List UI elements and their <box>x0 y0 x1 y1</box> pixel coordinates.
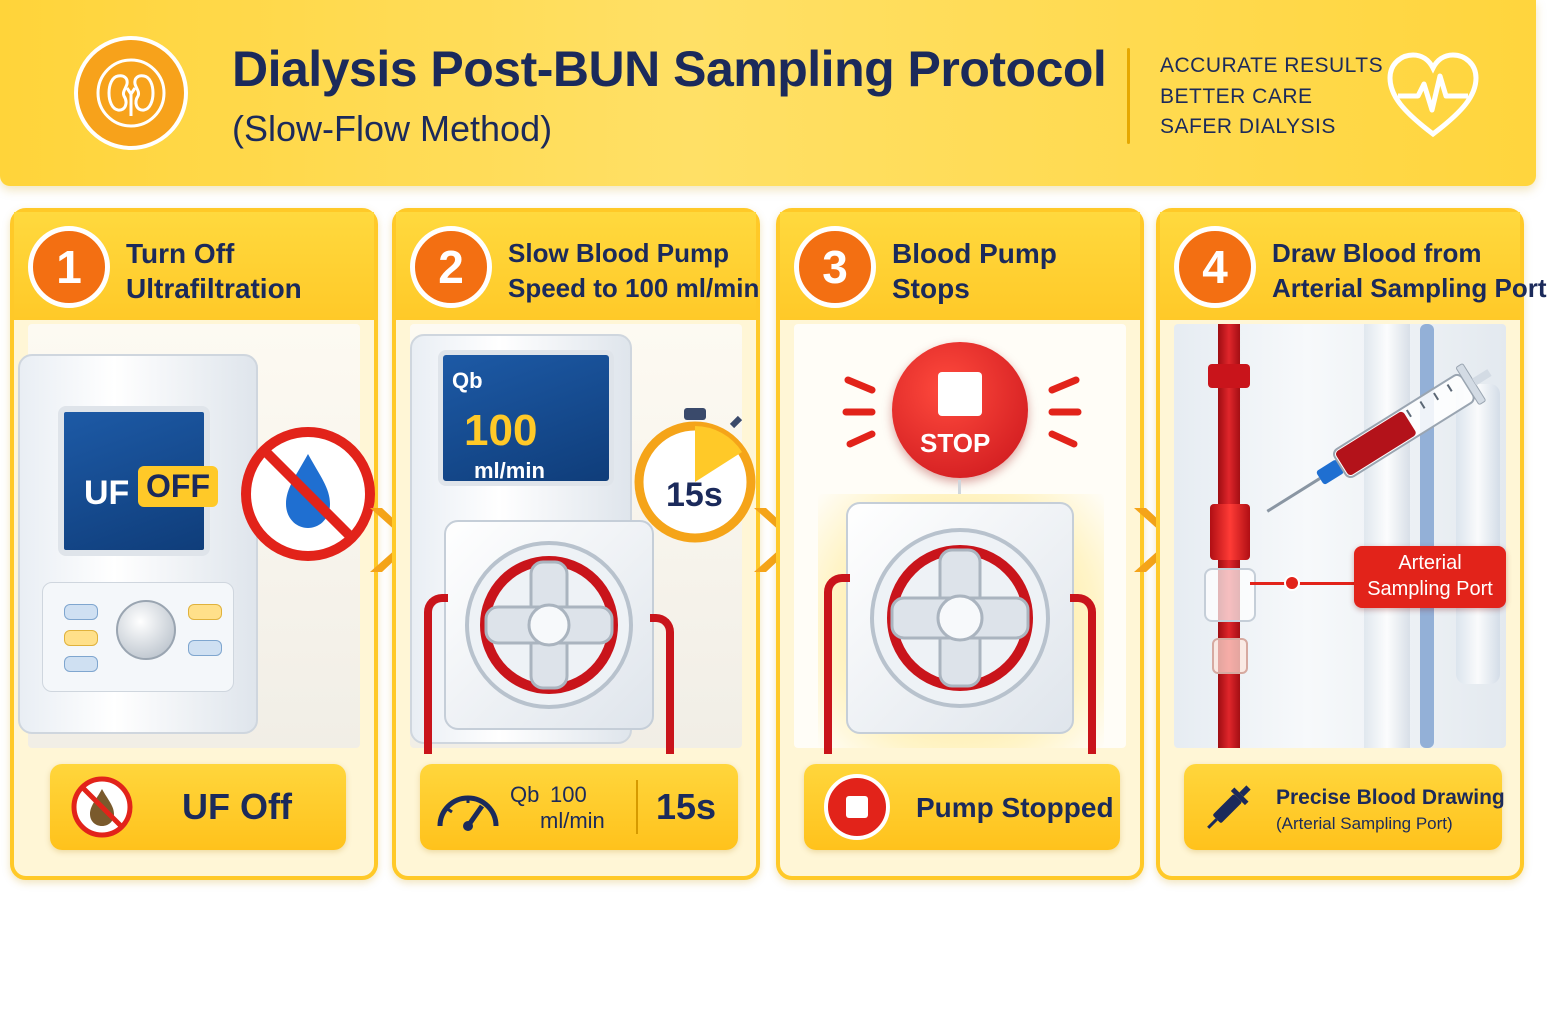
machine-screen <box>438 350 614 486</box>
blood-tubing <box>424 594 448 754</box>
syringe-icon <box>1207 785 1251 829</box>
result-time: 15s <box>656 786 717 827</box>
result-label: UF Off <box>182 786 292 827</box>
panel-button <box>64 656 98 672</box>
header-banner: Dialysis Post-BUN Sampling Protocol (Slo… <box>0 0 1536 186</box>
step-1-result: UF Off <box>50 764 346 850</box>
step-2-title: Slow Blood Pump Speed to 100 ml/min <box>508 236 759 306</box>
step-4-result: Precise Blood Drawing (Arterial Sampling… <box>1184 764 1505 850</box>
no-water-drop-icon <box>71 776 133 838</box>
background-equipment <box>1364 324 1410 748</box>
tagline-care: BETTER CARE <box>1160 85 1313 108</box>
result-divider <box>636 780 638 834</box>
result-qb-value: 100 <box>550 782 587 807</box>
panel-button <box>188 604 222 620</box>
pump-rotor-icon <box>870 528 1050 708</box>
screen-uf-label: UF <box>84 474 130 512</box>
step-4-title-line1: Draw Blood from <box>1272 238 1482 268</box>
speedometer-icon <box>437 795 499 831</box>
sampling-port <box>1210 504 1250 560</box>
step-3-result: Pump Stopped <box>804 764 1120 850</box>
heartbeat-icon <box>1387 52 1479 138</box>
step-2-title-line1: Slow Blood Pump <box>508 238 729 268</box>
blood-tubing <box>824 574 850 754</box>
step-3-illustration: STOP <box>794 324 1126 754</box>
stop-square-icon <box>938 372 982 416</box>
stop-connector <box>958 480 961 500</box>
timer-value: 15s <box>666 476 723 514</box>
step-card-4: 4 Draw Blood from Arterial Sampling Port <box>1156 208 1547 880</box>
callout-line2: Sampling Port <box>1367 578 1493 600</box>
step-2-illustration: Qb 100 ml/min 15s <box>410 324 756 754</box>
step-number-badge: 1 <box>28 226 110 308</box>
alert-burst-icon <box>842 376 1082 448</box>
callout-leader-line <box>1250 582 1358 585</box>
step-card-1: 1 Turn Off Ultrafiltration UF OFF <box>10 208 378 880</box>
syringe-icon <box>1266 363 1492 513</box>
step-3-title-line2: Stops <box>892 273 970 304</box>
step-4-header: 4 Draw Blood from Arterial Sampling Port <box>1160 212 1547 320</box>
step-1-illustration: UF OFF <box>18 324 375 748</box>
screen-flow-unit: ml/min <box>474 458 545 483</box>
step-2-result: Qb 100 ml/min 15s <box>420 764 738 850</box>
panel-button <box>188 640 222 656</box>
step-4-title-line2: Arterial Sampling Port <box>1272 273 1547 303</box>
step-card-3: 3 Blood Pump Stops STOP <box>776 208 1144 880</box>
step-3-title: Blood Pump Stops <box>892 236 1057 306</box>
line-clamp <box>1208 364 1250 388</box>
page-title: Dialysis Post-BUN Sampling Protocol <box>232 41 1107 97</box>
step-4-illustration: Arterial Sampling Port <box>1174 324 1506 748</box>
stopwatch-icon <box>634 408 756 543</box>
arterial-port-callout <box>1354 546 1506 608</box>
no-water-drop-icon <box>241 427 375 561</box>
header-divider <box>1127 48 1130 144</box>
step-3-header: 3 Blood Pump Stops <box>780 212 1140 320</box>
blood-tubing <box>650 614 674 754</box>
step-number-badge: 2 <box>410 226 492 308</box>
stop-label: STOP <box>920 428 991 458</box>
port-connector <box>1204 568 1256 622</box>
step-1-header: 1 Turn Off Ultrafiltration <box>14 212 374 320</box>
screen-off-badge: OFF <box>138 466 218 507</box>
screen-qb-label: Qb <box>452 368 483 393</box>
tagline-safer: SAFER DIALYSIS <box>1160 115 1336 138</box>
result-line2: (Arterial Sampling Port) <box>1276 814 1453 833</box>
background-equipment <box>1456 384 1500 684</box>
port-connector <box>1212 638 1248 674</box>
tagline-accurate: ACCURATE RESULTS <box>1160 54 1384 77</box>
step-1-title-line1: Turn Off <box>126 238 235 269</box>
step-3-title-line1: Blood Pump <box>892 238 1057 269</box>
stop-icon <box>824 774 890 840</box>
result-qb-unit: ml/min <box>540 808 605 833</box>
screen-flow-value: 100 <box>464 406 538 455</box>
control-knob <box>116 600 176 660</box>
page-subtitle: (Slow-Flow Method) <box>232 108 553 149</box>
callout-line1: Arterial <box>1398 552 1462 574</box>
step-4-title: Draw Blood from Arterial Sampling Port <box>1272 236 1547 306</box>
step-2-title-line2: Speed to 100 ml/min <box>508 273 760 303</box>
blood-tubing <box>1070 594 1096 754</box>
step-number-badge: 3 <box>794 226 876 308</box>
step-2-header: 2 Slow Blood Pump Speed to 100 ml/min <box>396 212 759 320</box>
step-number-badge: 4 <box>1174 226 1256 308</box>
result-line1: Precise Blood Drawing <box>1276 786 1505 809</box>
step-1-title: Turn Off Ultrafiltration <box>126 236 302 306</box>
pump-rotor-icon <box>465 541 633 709</box>
result-qb-label: Qb <box>510 782 540 807</box>
step-1-title-line2: Ultrafiltration <box>126 273 302 304</box>
result-label: Pump Stopped <box>916 792 1114 823</box>
panel-button <box>64 630 98 646</box>
callout-dot <box>1284 575 1300 591</box>
step-card-2: 2 Slow Blood Pump Speed to 100 ml/min Qb… <box>392 208 760 880</box>
stop-square-icon <box>846 796 868 818</box>
kidney-icon <box>74 36 188 150</box>
panel-button <box>64 604 98 620</box>
